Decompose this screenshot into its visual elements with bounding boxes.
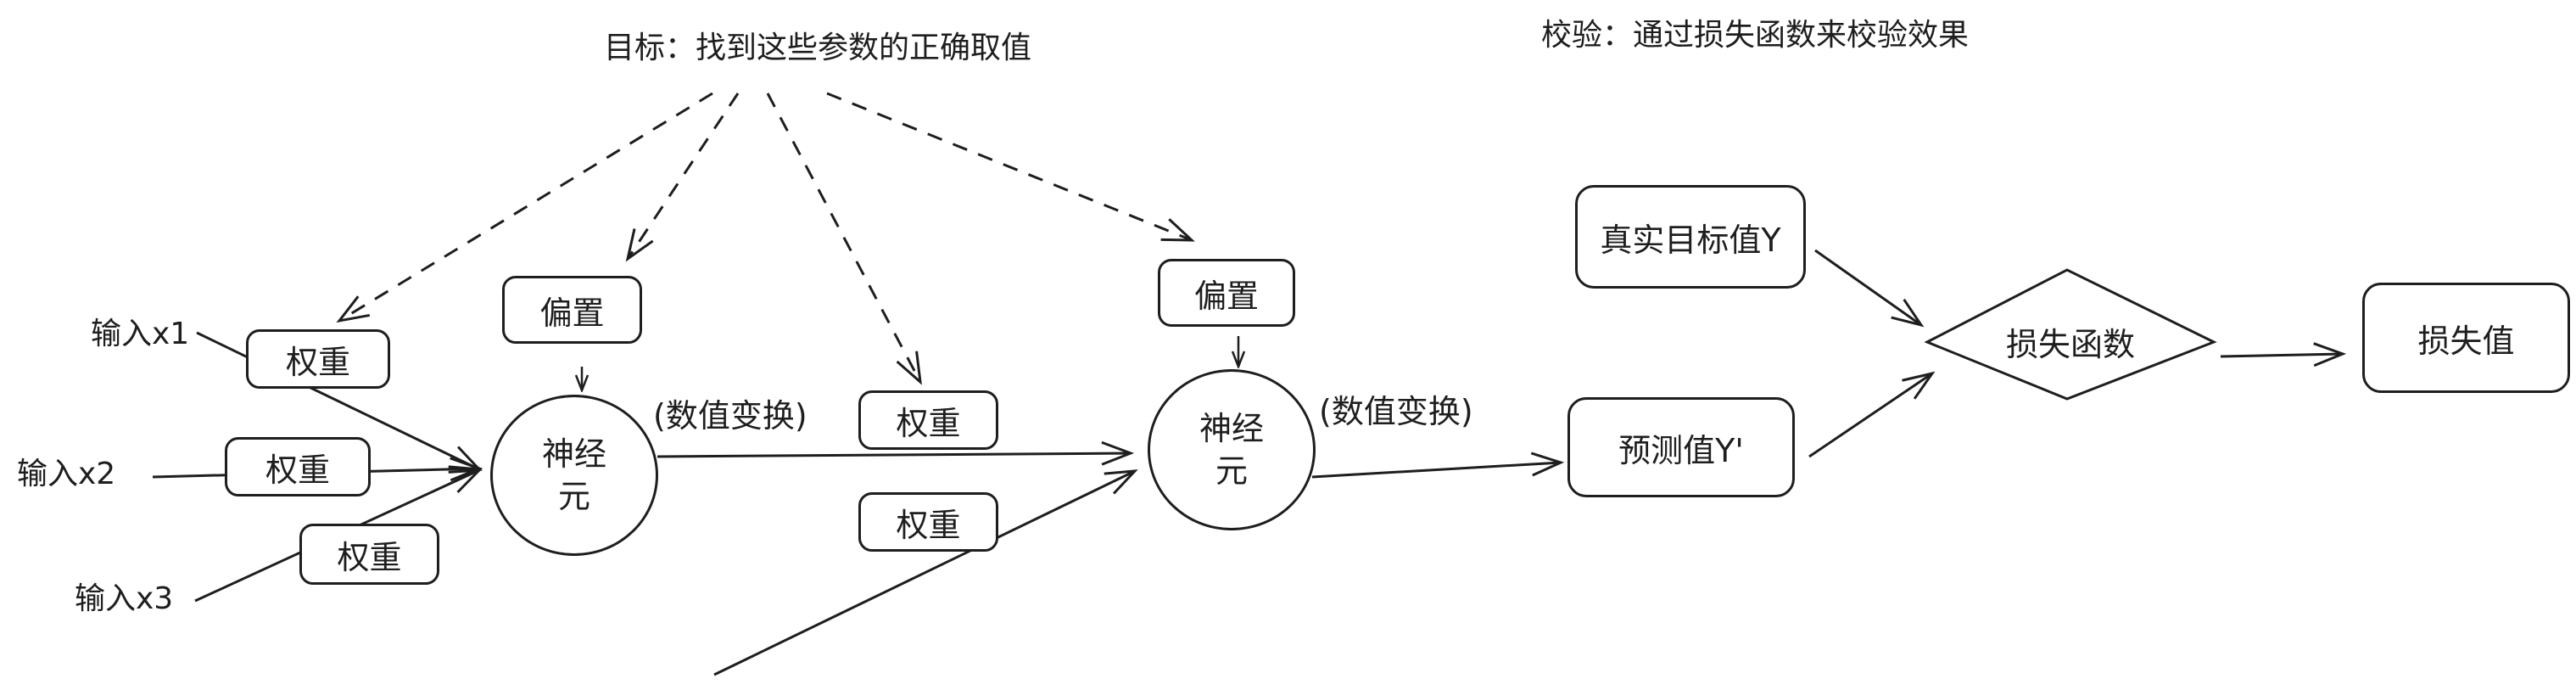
dashed-arrow-to-weight1 [339, 92, 713, 321]
neuron-1-line1: 神经 [541, 435, 606, 473]
loss-value-box: 损失值 [2362, 283, 2570, 393]
arrow-prediction-to-loss [1808, 373, 1932, 458]
neuron-2: 神经 元 [1148, 369, 1316, 530]
transform-label-2: (数值变换) [1319, 393, 1473, 430]
arrow-neuron2-to-prediction [1311, 463, 1561, 479]
weight-box-3: 权重 [299, 524, 439, 585]
loss-function-label: 损失函数 [2005, 325, 2135, 363]
neuron-1-line2: 元 [557, 478, 590, 515]
input-x1-label: 输入x1 [91, 317, 190, 351]
weight-box-5: 权重 [858, 492, 998, 552]
arrow-bottom-to-neuron2 [713, 471, 1135, 676]
dashed-arrow-to-bias2 [826, 92, 1192, 240]
neuron-2-line1: 神经 [1199, 410, 1264, 447]
bias-box-1: 偏置 [502, 276, 642, 344]
bias-box-2: 偏置 [1158, 259, 1295, 327]
true-target-box: 真实目标值Y [1575, 185, 1806, 289]
arrow-x1-to-neuron1 [196, 331, 479, 469]
goal-text: 目标：找到这些参数的正确取值 [604, 31, 1032, 65]
neuron-1: 神经 元 [490, 395, 658, 556]
prediction-box: 预测值Y' [1567, 397, 1795, 497]
dashed-arrow-to-bias1 [628, 93, 740, 259]
check-text: 校验：通过损失函数来校验效果 [1541, 18, 1970, 53]
arrow-loss-to-lossvalue [2220, 354, 2343, 356]
weight-box-4: 权重 [858, 390, 998, 450]
arrow-target-to-loss [1814, 249, 1921, 325]
arrow-neuron1-to-neuron2 [657, 453, 1131, 457]
weight-box-1: 权重 [246, 329, 390, 389]
input-x2-label: 输入x2 [17, 457, 116, 491]
neuron-2-line2: 元 [1215, 452, 1248, 490]
transform-label-1: (数值变换) [653, 397, 807, 435]
dashed-arrow-to-weight4 [766, 93, 920, 382]
input-x3-label: 输入x3 [75, 581, 174, 616]
loss-function-diamond [1924, 268, 2217, 401]
weight-box-2: 权重 [225, 437, 371, 496]
